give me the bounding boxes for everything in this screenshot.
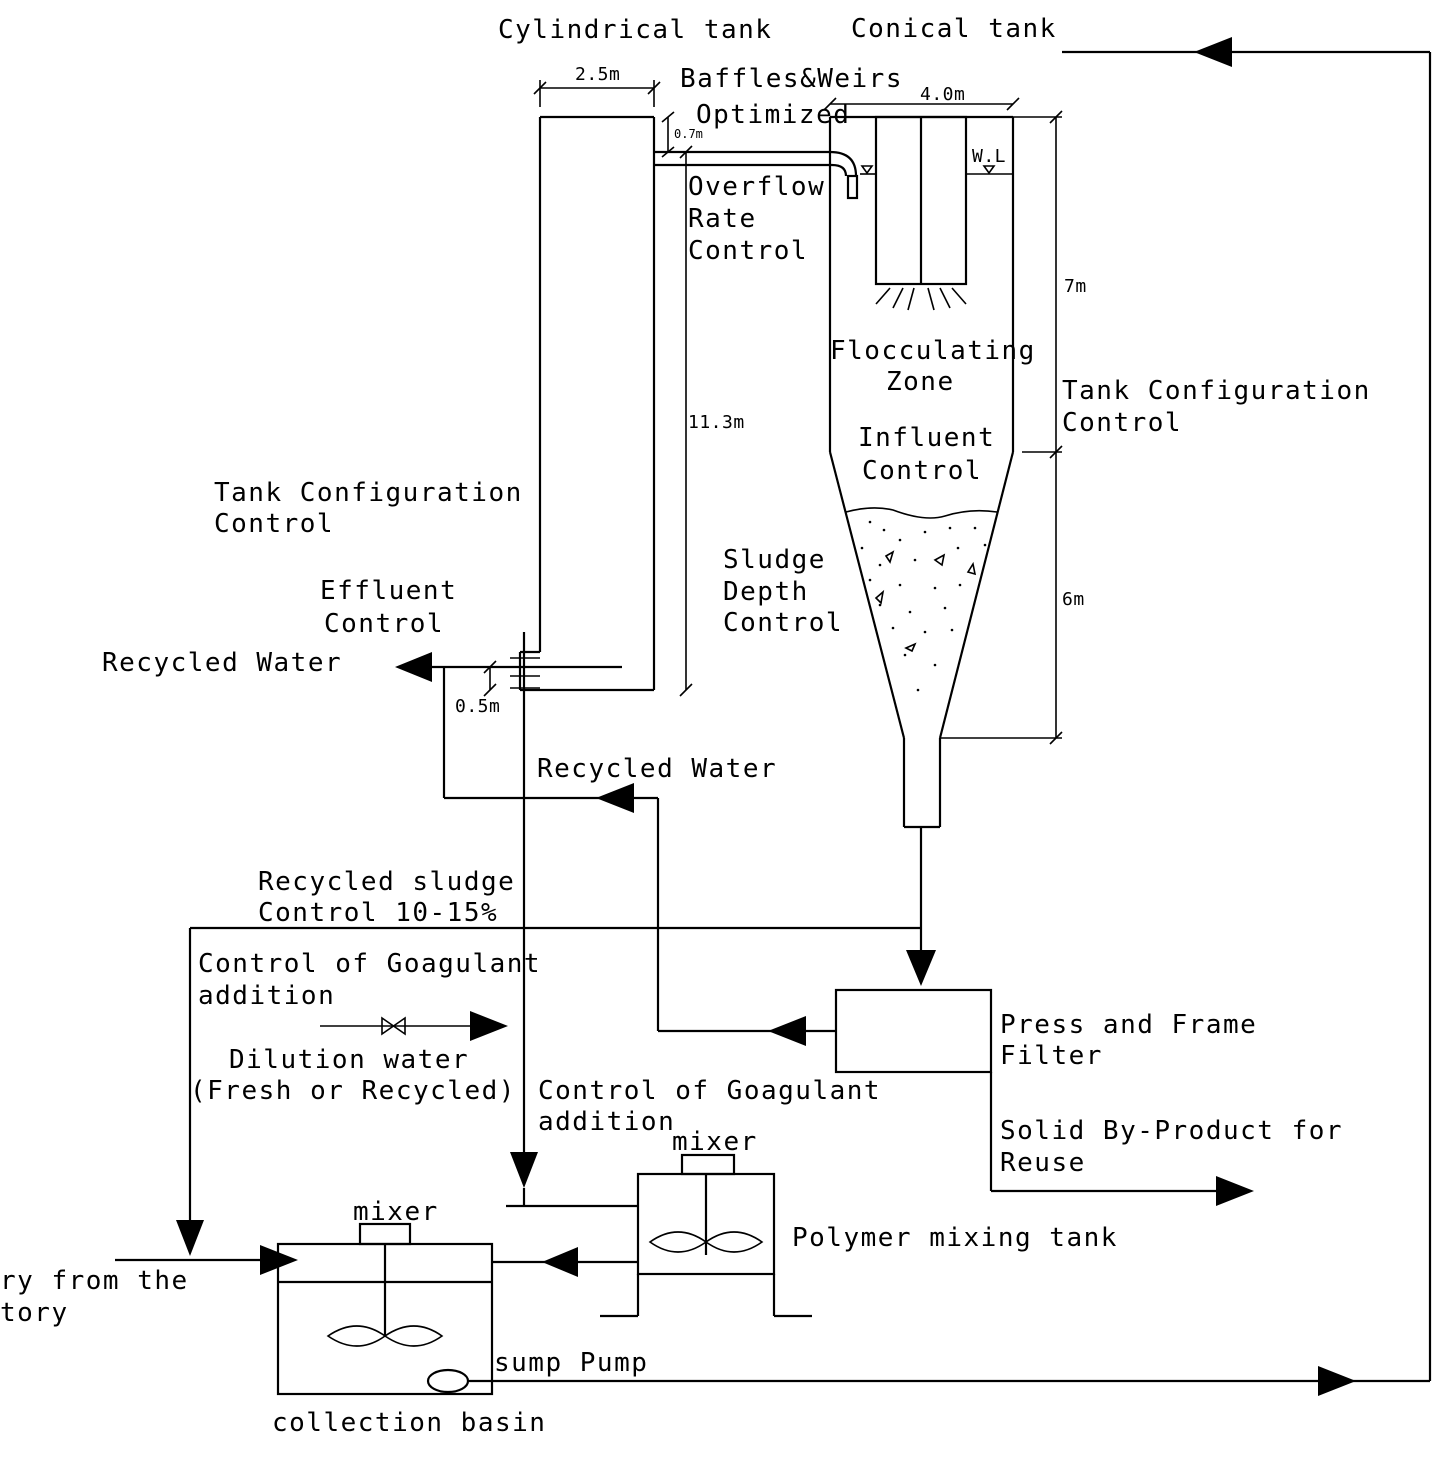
sludge-depth-label-1: Sludge — [723, 545, 826, 575]
sludge-line — [176, 827, 936, 1256]
collection-basin-label: collection basin — [272, 1408, 546, 1438]
solid-byproduct-label-1: Solid By-Product for — [1000, 1116, 1343, 1146]
slurry-inflow — [115, 1245, 298, 1275]
cylindrical-tank-label: Cylindrical tank — [498, 15, 772, 45]
sludge-particles — [860, 520, 987, 692]
slurry-label-2: tory — [0, 1298, 69, 1328]
baffles-label-1: Baffles&Weirs — [680, 64, 903, 94]
influent-label-2: Control — [862, 456, 982, 486]
conical-tank — [828, 115, 1015, 829]
tank-config-left-1: Tank Configuration — [214, 478, 523, 508]
slurry-label-1: ry from the — [0, 1266, 189, 1296]
recycled-water-line — [442, 667, 836, 1046]
polymer-to-basin — [492, 1247, 638, 1277]
cyl-height-dimension — [679, 145, 693, 697]
overflow-label-2: Rate — [688, 204, 757, 234]
coagulant-mid-label-1: Control of Goagulant — [538, 1076, 881, 1106]
recycled-water-mid-label: Recycled Water — [537, 754, 777, 784]
lower-height-label: 6m — [1062, 589, 1085, 610]
outlet-gap-label: 0.5m — [455, 696, 500, 717]
coagulant-line — [506, 1152, 638, 1208]
tank-config-right-1: Tank Configuration — [1062, 376, 1371, 406]
press-filter-label-1: Press and Frame — [1000, 1010, 1257, 1040]
flocculating-label-1: Flocculating — [830, 336, 1036, 366]
overflow-gap-label: 0.7m — [674, 127, 703, 141]
baffles-label-2: Optimized — [696, 100, 850, 130]
dilution-label-1: Dilution water — [229, 1045, 469, 1075]
upper-height-label: 7m — [1064, 276, 1087, 297]
polymer-tank-label: Polymer mixing tank — [792, 1223, 1118, 1253]
polymer-mixing-tank — [600, 1153, 812, 1318]
sludge-depth-label-2: Depth — [723, 577, 809, 607]
mixer-top-label: mixer — [672, 1127, 758, 1157]
effluent-label-2: Control — [324, 609, 444, 639]
tank-config-right-2: Control — [1062, 408, 1182, 438]
recycled-sludge-label-2: Control 10-15% — [258, 898, 498, 928]
recycled-sludge-label-1: Recycled sludge — [258, 867, 515, 897]
cone-height-dimension — [940, 110, 1063, 745]
sump-pump-label: sump Pump — [494, 1348, 648, 1378]
overflow-gap-dimension — [661, 111, 675, 158]
solid-byproduct-label-2: Reuse — [1000, 1148, 1086, 1178]
cylindrical-tank — [518, 115, 656, 692]
press-filter-label-2: Filter — [1000, 1041, 1103, 1071]
mixer-basin-label: mixer — [353, 1197, 439, 1227]
dilution-line — [320, 1011, 508, 1041]
effluent-outlet — [395, 632, 622, 1160]
cyl-width-label: 2.5m — [575, 64, 620, 85]
recycled-water-left-label: Recycled Water — [102, 648, 342, 678]
collection-basin — [276, 1222, 494, 1396]
overflow-label-1: Overflow — [688, 172, 825, 202]
cyl-width-dimension — [533, 80, 661, 107]
sump-pump-return — [468, 37, 1432, 1396]
water-level-label: W.L — [972, 146, 1006, 167]
cyl-height-label: 11.3m — [688, 412, 745, 433]
cone-width-label: 4.0m — [920, 84, 965, 105]
influent-label-1: Influent — [858, 423, 995, 453]
conical-tank-label: Conical tank — [851, 14, 1057, 44]
overflow-pipe — [654, 150, 876, 200]
coagulant-mid-label-2: addition — [538, 1107, 675, 1137]
coagulant-left-label-2: addition — [198, 981, 335, 1011]
dilution-label-2: (Fresh or Recycled) — [190, 1076, 516, 1106]
flocculating-label-2: Zone — [886, 367, 955, 397]
cone-width-dimension — [823, 97, 1020, 111]
overflow-label-3: Control — [688, 236, 808, 266]
coagulant-left-label-1: Control of Goagulant — [198, 949, 541, 979]
tank-config-left-2: Control — [214, 509, 334, 539]
press-filter — [834, 988, 1254, 1206]
effluent-label-1: Effluent — [320, 576, 457, 606]
sludge-depth-label-3: Control — [723, 608, 843, 638]
